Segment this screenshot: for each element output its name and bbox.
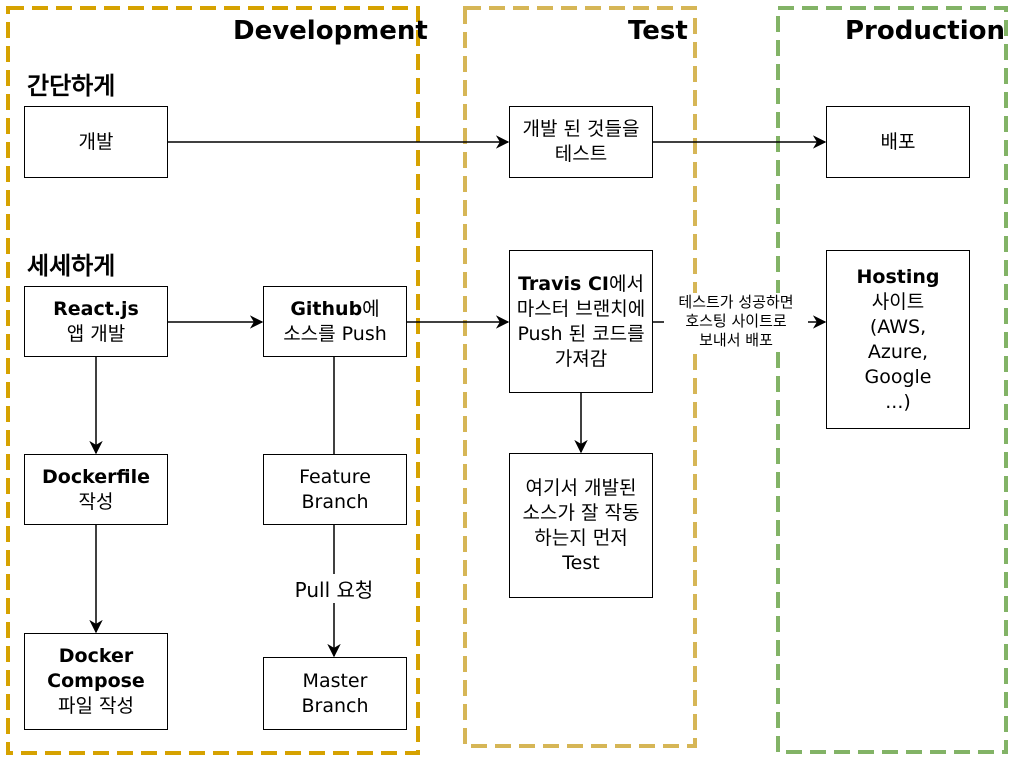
zone-title-production: Production bbox=[845, 16, 1005, 46]
node-deploy-label: 배포 bbox=[880, 130, 916, 153]
node-compose-title1: Docker bbox=[58, 645, 134, 667]
node-hosting-title: Hosting bbox=[856, 265, 940, 288]
node-master-branch[interactable]: Master Branch bbox=[263, 657, 407, 730]
node-travis-line4: 가져감 bbox=[554, 347, 608, 370]
node-travis-line3: Push 된 코드를 bbox=[517, 322, 645, 345]
node-travis-title: Travis CI bbox=[518, 272, 609, 295]
node-master-line2: Branch bbox=[301, 694, 369, 717]
node-hosting-line5: Google bbox=[864, 365, 932, 388]
node-travis[interactable]: Travis CI에서 마스터 브랜치에 Push 된 코드를 가져감 bbox=[509, 250, 653, 393]
node-compose-line3: 파일 작성 bbox=[58, 695, 134, 717]
node-test-here[interactable]: 여기서 개발된 소스가 잘 작동 하는지 먼저 Test bbox=[509, 453, 653, 598]
zone-development bbox=[6, 6, 420, 755]
section-title-simple: 간단하게 bbox=[27, 72, 116, 100]
edge-label-pull-request: Pull 요청 bbox=[287, 574, 381, 603]
node-dockerfile-line2: 작성 bbox=[78, 490, 114, 513]
node-react-line2: 앱 개발 bbox=[66, 322, 126, 345]
node-hosting-line4: Azure, bbox=[867, 340, 929, 363]
node-feature-branch[interactable]: Feature Branch bbox=[263, 454, 407, 525]
node-github[interactable]: Github에 소스를 Push bbox=[263, 286, 407, 357]
node-test-here-line4: Test bbox=[562, 551, 600, 574]
node-react[interactable]: React.js 앱 개발 bbox=[24, 286, 168, 357]
node-feature-line2: Branch bbox=[301, 490, 369, 513]
node-travis-line1: Travis CI에서 bbox=[518, 272, 644, 297]
node-test-here-line1: 여기서 개발된 bbox=[525, 476, 637, 499]
zone-title-test: Test bbox=[628, 16, 688, 46]
node-github-line1: Github에 bbox=[290, 297, 379, 322]
node-dockerfile-title: Dockerfile bbox=[42, 465, 150, 488]
zone-title-development: Development bbox=[233, 16, 428, 46]
node-hosting[interactable]: Hosting 사이트 (AWS, Azure, Google ...) bbox=[826, 250, 970, 429]
zone-test bbox=[463, 6, 697, 748]
node-test-simple[interactable]: 개발 된 것들을 테스트 bbox=[509, 106, 653, 178]
node-github-title: Github bbox=[290, 297, 363, 320]
node-github-line2: 소스를 Push bbox=[283, 322, 387, 345]
node-test-simple-line1: 개발 된 것들을 bbox=[522, 118, 640, 140]
node-dev-label: 개발 bbox=[78, 130, 114, 153]
edge-label-line2: 호스팅 사이트로 bbox=[685, 312, 787, 330]
node-deploy[interactable]: 배포 bbox=[826, 106, 970, 178]
node-travis-line2: 마스터 브랜치에 bbox=[516, 297, 646, 320]
node-travis-suffix: 에서 bbox=[608, 272, 644, 295]
node-dev[interactable]: 개발 bbox=[24, 106, 168, 178]
zone-production bbox=[776, 6, 1008, 754]
node-hosting-line2: 사이트 bbox=[871, 290, 925, 313]
node-hosting-line3: (AWS, bbox=[869, 315, 927, 338]
node-feature-line1: Feature bbox=[299, 465, 371, 488]
node-compose-title2: Compose bbox=[47, 670, 145, 692]
node-test-simple-line2: 테스트 bbox=[554, 143, 608, 165]
node-react-title: React.js bbox=[53, 297, 139, 320]
node-master-line1: Master bbox=[302, 669, 368, 692]
node-docker-compose[interactable]: Docker Compose 파일 작성 bbox=[24, 633, 168, 730]
node-github-suffix: 에 bbox=[362, 297, 380, 320]
edge-label-line1: 테스트가 성공하면 bbox=[678, 293, 794, 311]
node-test-here-line3: 하는지 먼저 bbox=[534, 526, 628, 549]
node-test-here-line2: 소스가 잘 작동 bbox=[522, 501, 640, 524]
edge-label-travis-to-hosting: 테스트가 성공하면 호스팅 사이트로 보내서 배포 bbox=[664, 293, 808, 350]
node-dockerfile[interactable]: Dockerfile 작성 bbox=[24, 454, 168, 525]
section-title-detailed: 세세하게 bbox=[27, 252, 116, 280]
node-hosting-line6: ...) bbox=[885, 390, 911, 413]
edge-label-line3: 보내서 배포 bbox=[699, 331, 773, 349]
